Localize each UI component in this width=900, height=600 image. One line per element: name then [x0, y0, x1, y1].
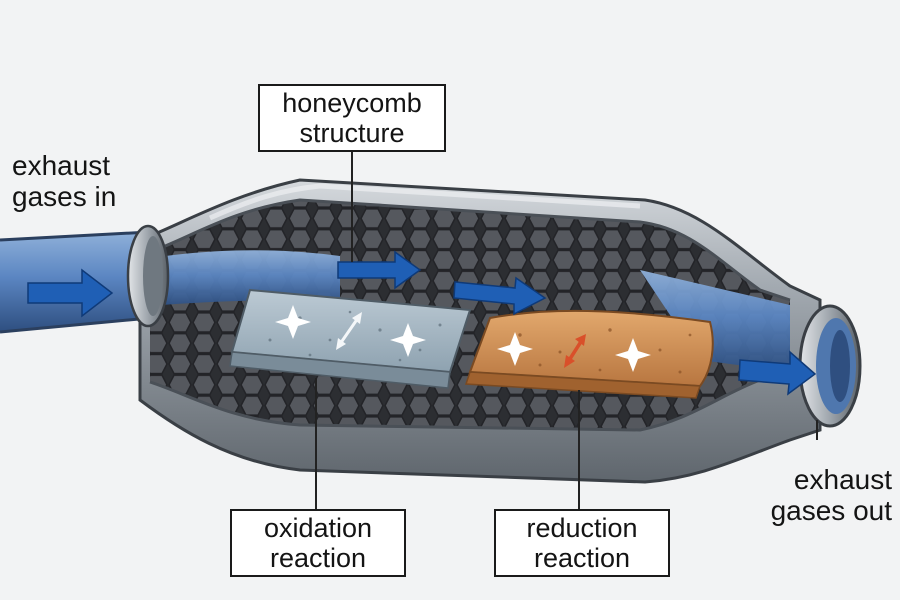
- reduction-block: [466, 311, 713, 398]
